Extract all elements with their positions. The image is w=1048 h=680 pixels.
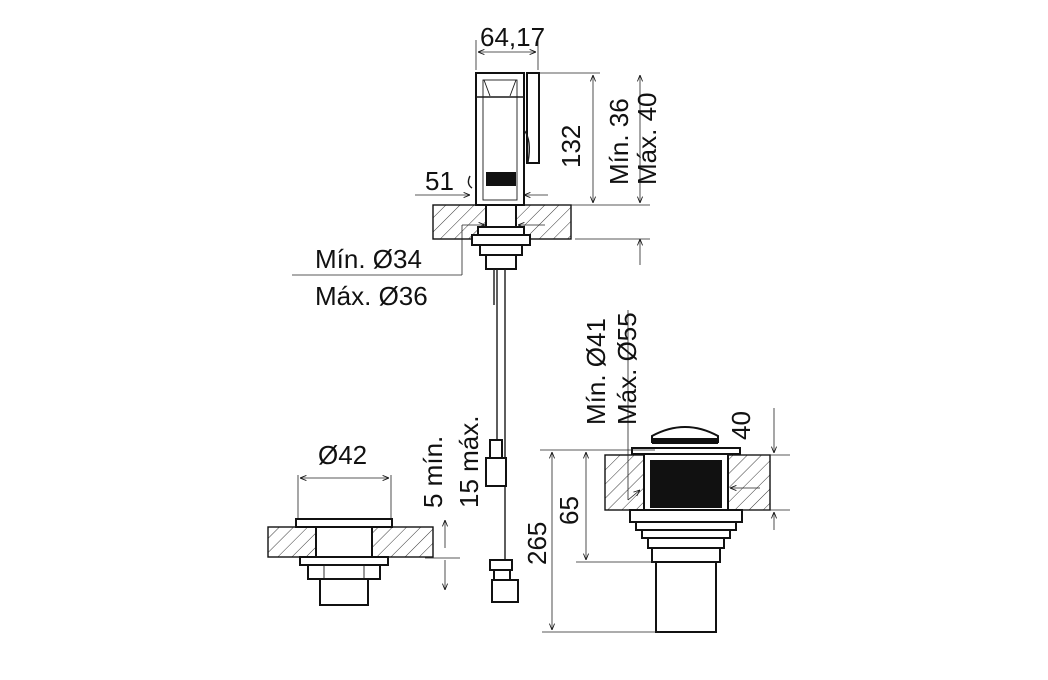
hose-dimension-lines <box>425 520 460 590</box>
dim-drain-min: Mín. Ø41 <box>581 318 611 425</box>
dim-hole-max: Máx. Ø36 <box>315 281 428 311</box>
waste-diameter-line <box>297 475 392 518</box>
dim-width-top: 64,17 <box>480 22 545 52</box>
faucet-body <box>432 72 572 603</box>
drain-assembly <box>604 426 771 633</box>
drain-dimension-lines <box>540 310 790 633</box>
dim-height-spout: 132 <box>556 125 586 168</box>
dim-drain-265: 265 <box>522 522 552 565</box>
dim-drain-top: 40 <box>726 411 756 440</box>
dim-hose-max: 15 máx. <box>454 416 484 509</box>
dim-spout-offset: 51 <box>425 166 454 196</box>
dim-hole-min: Mín. Ø34 <box>315 244 422 274</box>
dim-min-36: Mín. 36 <box>604 98 634 185</box>
waste-fitting-left <box>267 518 434 606</box>
faucet-dimension-lines <box>292 40 650 276</box>
dim-drain-max: Máx. Ø55 <box>612 312 642 425</box>
dim-hose-min: 5 mín. <box>418 436 448 508</box>
dim-waste-diameter: Ø42 <box>318 440 367 470</box>
dim-drain-65: 65 <box>554 496 584 525</box>
dim-max-40: Máx. 40 <box>632 93 662 186</box>
